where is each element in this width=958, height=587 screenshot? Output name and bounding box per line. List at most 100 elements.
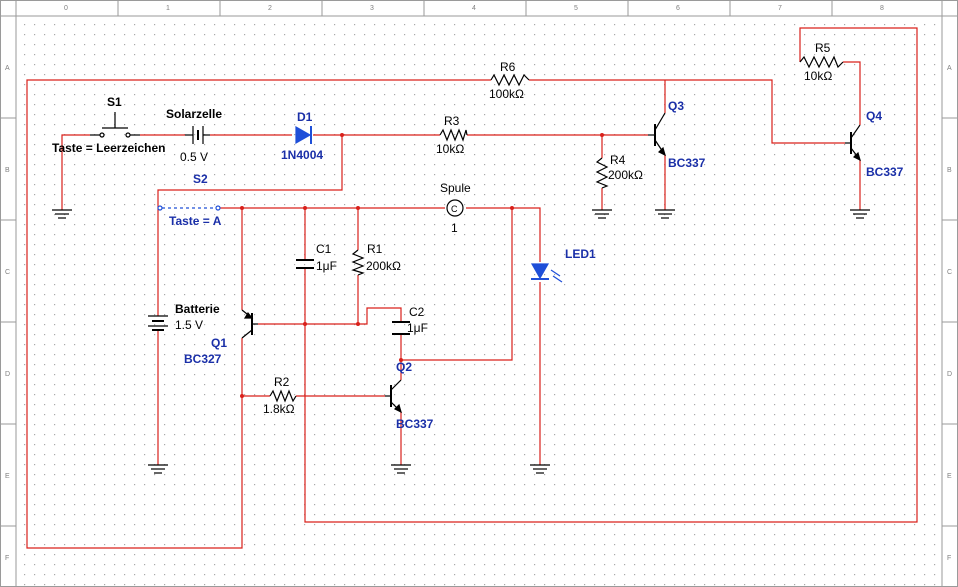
r5-ref: R5 <box>815 41 831 55</box>
d1-value: 1N4004 <box>281 148 323 162</box>
r1-ref: R1 <box>367 242 383 256</box>
ground-icon <box>52 209 72 219</box>
r5-resistor[interactable] <box>799 55 844 69</box>
led1-diode[interactable] <box>530 263 563 283</box>
c2-ref: C2 <box>409 305 425 319</box>
q2-ref: Q2 <box>396 360 412 374</box>
ruler-col-0: 0 <box>64 5 68 12</box>
wire-spule-led <box>466 207 541 262</box>
wire-q1-base <box>258 307 402 325</box>
ruler-labels: 0 1 2 3 4 5 6 7 8 A B C D E F A B C D E … <box>5 5 952 562</box>
ruler-row-e-right: E <box>947 473 952 480</box>
ruler-col-7: 7 <box>778 5 782 12</box>
r2-value: 1.8kΩ <box>263 402 295 416</box>
ruler-row-f: F <box>5 555 9 562</box>
wire-s1-ground <box>61 134 90 210</box>
c1-ref: C1 <box>316 242 332 256</box>
q4-transistor[interactable] <box>845 124 861 162</box>
wire-r5-q4 <box>843 61 861 125</box>
labels: S1 Taste = Leerzeichen Solarzelle 0.5 V … <box>52 41 904 431</box>
wire-net[interactable] <box>26 27 918 549</box>
ruler-col-1: 1 <box>166 5 170 12</box>
ruler-col-4: 4 <box>472 5 476 12</box>
ruler-row-f-right: F <box>947 555 951 562</box>
q3-value: BC337 <box>668 156 706 170</box>
r4-ref: R4 <box>610 153 626 167</box>
r4-resistor[interactable] <box>595 157 609 189</box>
q1-value: BC327 <box>184 352 222 366</box>
solar-ref: Solarzelle <box>166 107 222 121</box>
ruler-col-2: 2 <box>268 5 272 12</box>
r1-resistor[interactable] <box>351 249 365 276</box>
r3-resistor[interactable] <box>439 128 468 142</box>
s2-ref: S2 <box>193 172 208 186</box>
wire-c1 <box>304 27 918 523</box>
ruler-row-b-right: B <box>947 167 952 174</box>
spule-coil[interactable]: C <box>446 199 464 217</box>
ruler-col-8: 8 <box>880 5 884 12</box>
r6-ref: R6 <box>500 60 516 74</box>
ruler-row-a-right: A <box>947 65 952 72</box>
ground-icon <box>592 209 612 219</box>
ruler-col-5: 5 <box>574 5 578 12</box>
q4-ref: Q4 <box>866 109 882 123</box>
c1-value: 1μF <box>316 259 337 273</box>
ruler-row-d: D <box>5 371 10 378</box>
svg-text:C: C <box>451 204 458 214</box>
ruler-col-6: 6 <box>676 5 680 12</box>
q1-ref: Q1 <box>211 336 227 350</box>
ground-icon <box>148 464 168 474</box>
battery-ref: Batterie <box>175 302 220 316</box>
r1-value: 200kΩ <box>366 259 401 273</box>
ruler-row-d-right: D <box>947 371 952 378</box>
q3-transistor[interactable] <box>648 112 666 157</box>
solar-value: 0.5 V <box>180 150 208 164</box>
c2-value: 1μF <box>407 321 428 335</box>
r6-resistor[interactable] <box>490 73 530 87</box>
ground-icon <box>850 209 870 219</box>
s1-ref: S1 <box>107 95 122 109</box>
junctions <box>240 133 604 398</box>
ground-icon <box>655 209 675 219</box>
d1-diode[interactable] <box>295 125 312 145</box>
solar-cell[interactable] <box>185 126 210 144</box>
ground-icon <box>391 464 411 474</box>
q1-transistor[interactable] <box>241 309 258 339</box>
d1-ref: D1 <box>297 110 313 124</box>
wire-outer-loop <box>26 79 845 549</box>
ruler-row-a: A <box>5 65 10 72</box>
q2-transistor[interactable] <box>385 379 402 414</box>
r3-value: 10kΩ <box>436 142 464 156</box>
r2-resistor[interactable] <box>269 389 297 403</box>
r4-value: 200kΩ <box>608 168 643 182</box>
r5-value: 10kΩ <box>804 69 832 83</box>
q2-value: BC337 <box>396 417 434 431</box>
spule-ref: Spule <box>440 181 471 195</box>
dot-grid <box>16 16 942 587</box>
r2-ref: R2 <box>274 375 290 389</box>
battery[interactable] <box>148 315 168 331</box>
r6-value: 100kΩ <box>489 87 524 101</box>
q4-value: BC337 <box>866 165 904 179</box>
q3-ref: Q3 <box>668 99 684 113</box>
s2-label: Taste = A <box>169 214 222 228</box>
led1-ref: LED1 <box>565 247 596 261</box>
s2-switch[interactable] <box>157 205 221 211</box>
c2-capacitor[interactable] <box>392 321 410 335</box>
ground-icon <box>530 464 550 474</box>
r3-ref: R3 <box>444 114 460 128</box>
ruler-row-b: B <box>5 167 10 174</box>
s1-pushbutton[interactable] <box>90 112 140 138</box>
wire-c2-q2 <box>400 208 513 361</box>
s1-label: Taste = Leerzeichen <box>52 141 166 155</box>
c1-capacitor[interactable] <box>296 259 314 269</box>
ground-symbols <box>52 209 870 474</box>
ruler-row-c-right: C <box>947 269 952 276</box>
ruler-row-e: E <box>5 473 10 480</box>
spule-pin: 1 <box>451 221 458 235</box>
ruler-row-c: C <box>5 269 10 276</box>
battery-value: 1.5 V <box>175 318 203 332</box>
wire-d1-s2 <box>157 135 343 208</box>
ruler-col-3: 3 <box>370 5 374 12</box>
